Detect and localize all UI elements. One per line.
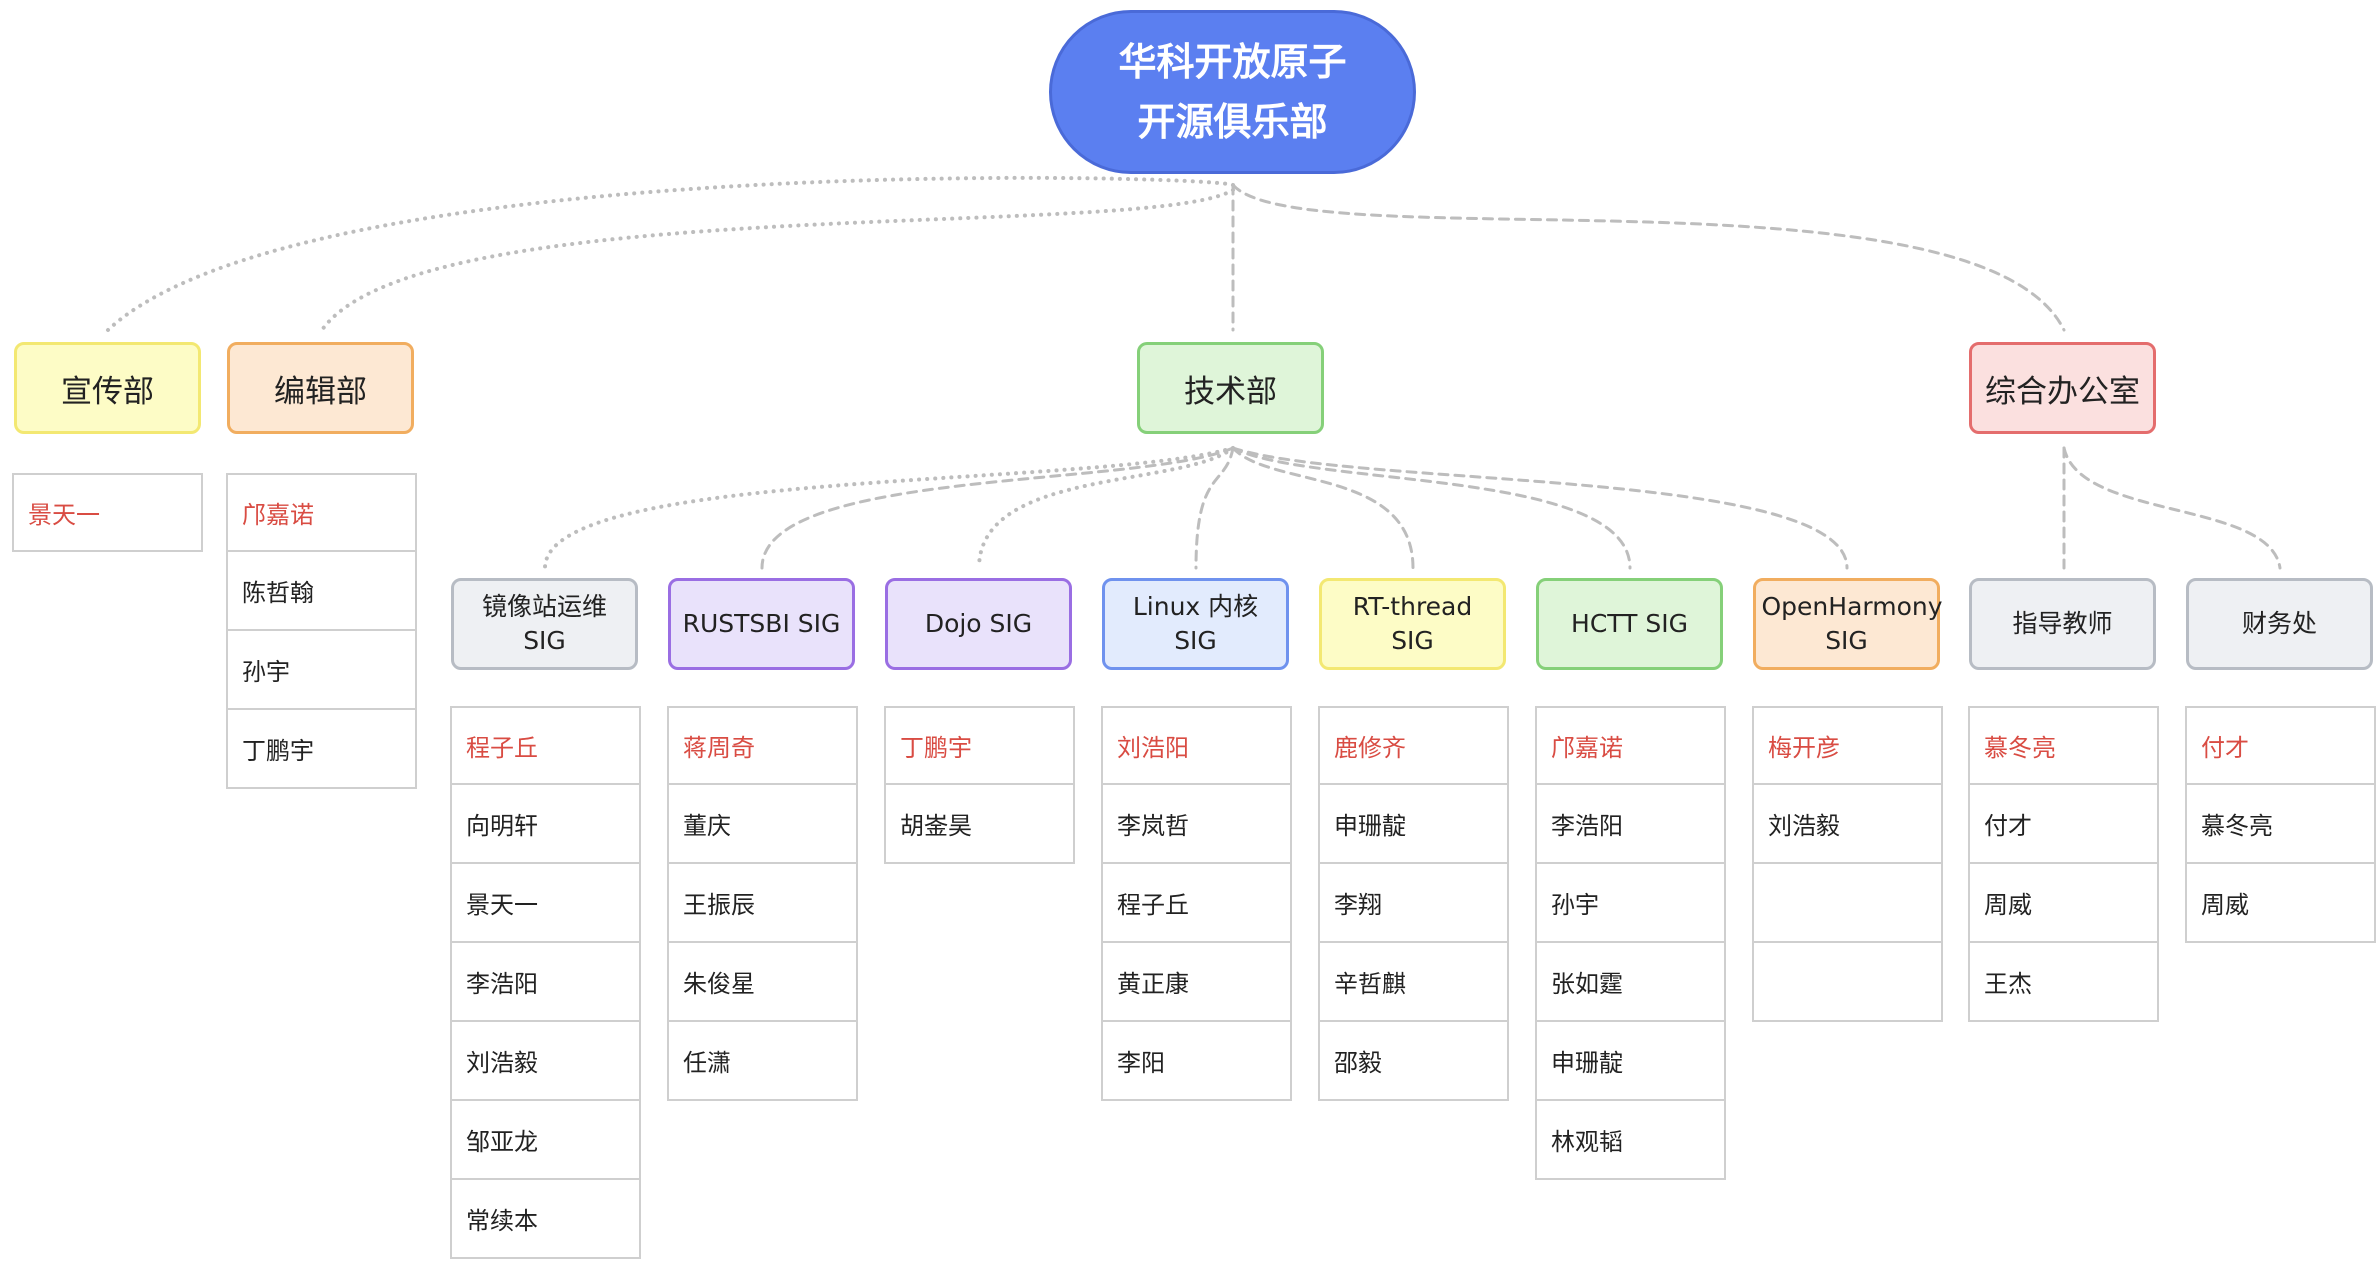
member-cell: 李浩阳 [450,943,641,1022]
sig-label: Linux 内核 SIG [1132,592,1259,655]
member-cell: 王振辰 [667,864,858,943]
member-cell: 李浩阳 [1535,785,1726,864]
dept-general-office[interactable]: 综合办公室 [1969,342,2156,434]
connector-tech-sig-2 [977,446,1235,570]
sig-label: 镜像站运维 SIG [481,592,607,655]
connector-tech-sig-4 [1231,446,1415,570]
member-cell: 邹亚龙 [450,1101,641,1180]
root-title-line1: 华科开放原子 [1118,40,1347,84]
members-finance: 付才 慕冬亮 周威 [2185,706,2376,943]
office-finance[interactable]: 财务处 [2186,578,2373,670]
member-cell: 向明轩 [450,785,641,864]
root-title-line2: 开源俱乐部 [1137,100,1328,144]
members-linux-kernel: 刘浩阳 李岚哲 程子丘 黄正康 李阳 [1101,706,1292,1101]
member-cell: 程子丘 [1101,864,1292,943]
member-cell: 邵毅 [1318,1022,1509,1101]
member-cell: 申珊靛 [1318,785,1509,864]
member-cell: 任潇 [667,1022,858,1101]
member-cell: 鹿修齐 [1318,706,1509,785]
member-cell: 陈哲翰 [226,552,417,631]
sig-dojo[interactable]: Dojo SIG [885,578,1072,670]
members-dojo: 丁鹏宇 胡崟昊 [884,706,1075,864]
member-cell: 林观韬 [1535,1101,1726,1180]
member-cell: 董庆 [667,785,858,864]
connector-tech-sig-0 [543,446,1235,570]
member-cell: 刘浩阳 [1101,706,1292,785]
member-cell: 付才 [2185,706,2376,785]
member-cell: 刘浩毅 [1752,785,1943,864]
dept-label: 编辑部 [274,373,367,410]
member-cell: 李翔 [1318,864,1509,943]
member-cell: 程子丘 [450,706,641,785]
connector-root-office [1231,183,2066,332]
member-cell: 常续本 [450,1180,641,1259]
member-cell: 张如霆 [1535,943,1726,1022]
sig-mirror[interactable]: 镜像站运维 SIG [451,578,638,670]
members-openharmony: 梅开彦 刘浩毅 [1752,706,1943,1022]
member-cell: 丁鹏宇 [884,706,1075,785]
member-cell: 李岚哲 [1101,785,1292,864]
sig-linux-kernel[interactable]: Linux 内核 SIG [1102,578,1289,670]
members-rt-thread: 鹿修齐 申珊靛 李翔 辛哲麒 邵毅 [1318,706,1509,1101]
member-cell: 付才 [1968,785,2159,864]
office-label: 财务处 [2241,609,2317,638]
dept-editorial[interactable]: 编辑部 [227,342,414,434]
member-cell [1752,864,1943,943]
member-cell [1752,943,1943,1022]
members-editorial: 邝嘉诺 陈哲翰 孙宇 丁鹏宇 [226,473,417,789]
member-cell: 慕冬亮 [1968,706,2159,785]
member-cell: 周威 [1968,864,2159,943]
connector-tech-sig-3 [1194,446,1235,570]
member-cell: 丁鹏宇 [226,710,417,789]
connector-office-finance [2062,446,2282,570]
member-cell: 胡崟昊 [884,785,1075,864]
sig-label: RUSTSBI SIG [682,609,841,638]
member-cell: 李阳 [1101,1022,1292,1101]
member-cell: 周威 [2185,864,2376,943]
sig-label: OpenHarmony SIG [1761,592,1943,655]
sig-openharmony[interactable]: OpenHarmony SIG [1753,578,1943,670]
member-cell: 梅开彦 [1752,706,1943,785]
sig-label: HCTT SIG [1571,609,1688,638]
member-cell: 朱俊星 [667,943,858,1022]
dept-label: 综合办公室 [1985,373,2140,410]
members-rustsbi: 蒋周奇 董庆 王振辰 朱俊星 任潇 [667,706,858,1101]
connector-tech-sig-5 [1231,446,1632,570]
member-cell: 黄正康 [1101,943,1292,1022]
member-cell: 王杰 [1968,943,2159,1022]
dept-publicity[interactable]: 宣传部 [14,342,201,434]
member-cell: 邝嘉诺 [1535,706,1726,785]
sig-rustsbi[interactable]: RUSTSBI SIG [668,578,855,670]
member-cell: 申珊靛 [1535,1022,1726,1101]
root-node[interactable]: 华科开放原子 开源俱乐部 [1049,10,1416,174]
member-cell: 刘浩毅 [450,1022,641,1101]
member-cell: 邝嘉诺 [226,473,417,552]
member-cell: 辛哲麒 [1318,943,1509,1022]
connector-tech-sig-6 [1231,446,1849,570]
dept-label: 技术部 [1184,373,1277,410]
members-advisors: 慕冬亮 付才 周威 王杰 [1968,706,2159,1022]
member-cell: 景天一 [12,473,203,552]
sig-label: Dojo SIG [924,609,1033,638]
sig-hctt[interactable]: HCTT SIG [1536,578,1723,670]
office-advisors[interactable]: 指导教师 [1969,578,2156,670]
sig-rt-thread[interactable]: RT-thread SIG [1319,578,1506,670]
members-mirror: 程子丘 向明轩 景天一 李浩阳 刘浩毅 邹亚龙 常续本 [450,706,641,1259]
member-cell: 慕冬亮 [2185,785,2376,864]
member-cell: 蒋周奇 [667,706,858,785]
member-cell: 孙宇 [1535,864,1726,943]
dept-label: 宣传部 [61,373,154,410]
member-cell: 孙宇 [226,631,417,710]
sig-label: RT-thread SIG [1352,592,1473,655]
members-publicity: 景天一 [12,473,203,552]
connector-tech-sig-1 [760,446,1235,570]
connector-root-editorial [320,188,1235,332]
member-cell: 景天一 [450,864,641,943]
office-label: 指导教师 [2012,609,2113,638]
connector-root-publicity [106,175,1235,332]
members-hctt: 邝嘉诺 李浩阳 孙宇 张如霆 申珊靛 林观韬 [1535,706,1726,1180]
dept-technical[interactable]: 技术部 [1137,342,1324,434]
